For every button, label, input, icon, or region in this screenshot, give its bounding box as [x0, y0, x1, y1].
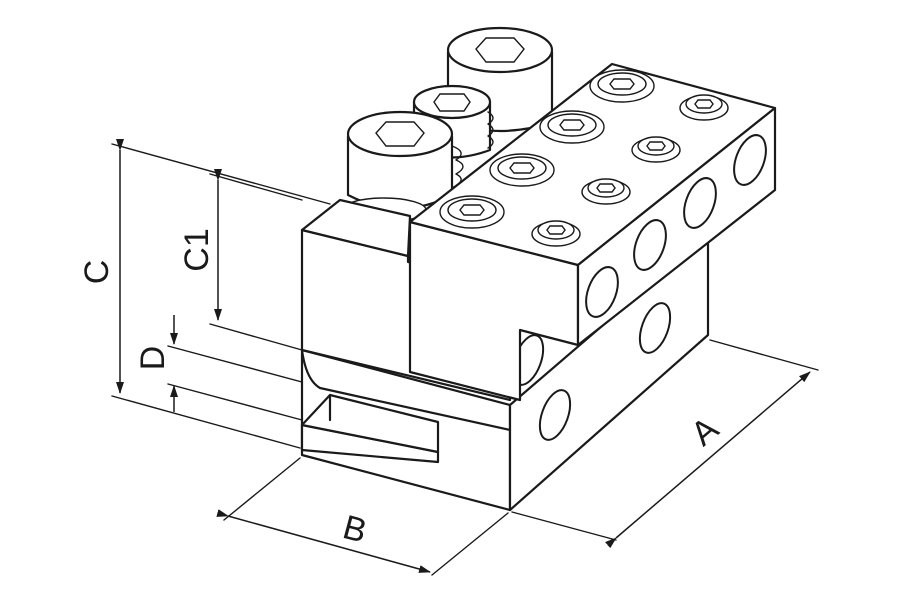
- label-c: C: [78, 260, 116, 285]
- front-cap-screw: [341, 110, 464, 223]
- side-hole: [638, 302, 672, 354]
- label-c1: C1: [178, 228, 216, 271]
- side-hole: [585, 266, 619, 318]
- dimension-d: [167, 315, 303, 421]
- dimension-a: [511, 339, 819, 549]
- label-d: D: [134, 346, 172, 371]
- side-hole: [538, 389, 572, 441]
- cap-screw-row-front: [439, 69, 655, 229]
- side-hole: [683, 177, 717, 229]
- side-hole: [633, 219, 667, 271]
- dimension-c: [111, 139, 331, 449]
- label-a: A: [684, 410, 726, 454]
- set-screw-row-back: [531, 94, 729, 247]
- dimension-b: [216, 457, 509, 576]
- side-hole: [733, 134, 767, 186]
- dimension-c1: [209, 169, 303, 351]
- label-b: B: [339, 508, 371, 551]
